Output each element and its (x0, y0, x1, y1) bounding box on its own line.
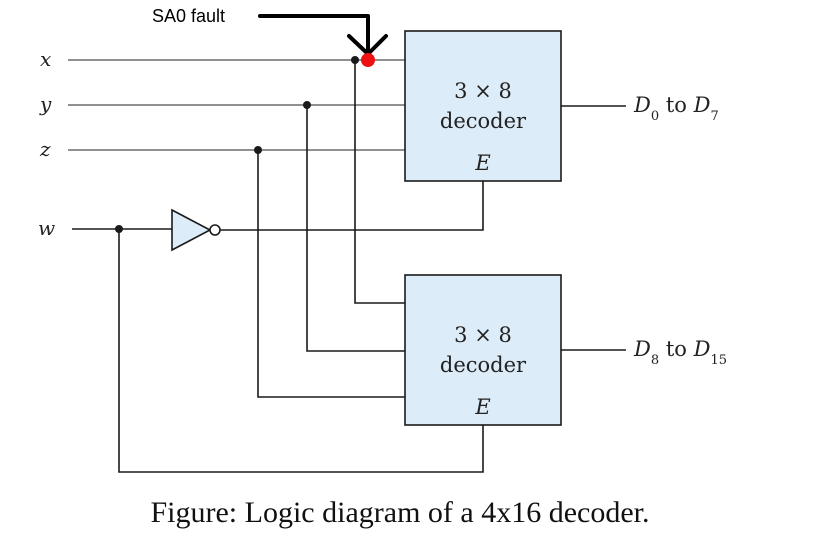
inverter-bubble (209, 224, 221, 236)
decoder-bottom-name: decoder (440, 353, 527, 377)
branch-wire-y (306, 105, 405, 352)
input-label-z: z (39, 137, 51, 161)
decoder-top (404, 30, 562, 182)
input-label-w: w (38, 216, 55, 240)
fault-label: SA0 fault (152, 6, 225, 26)
junction-dot-w (115, 225, 123, 233)
branch-wire-w (118, 229, 484, 473)
decoder-top-name: decoder (440, 109, 527, 133)
decoder-top-size: 3 × 8 (454, 79, 512, 103)
decoder-bottom-size: 3 × 8 (454, 323, 512, 347)
enable-wire-top (220, 181, 484, 231)
output-label-top: D0 to D7 (633, 93, 719, 124)
fault-marker (361, 53, 375, 67)
junction-dot-x (351, 56, 359, 64)
output-label-bottom: D8 to D15 (633, 337, 727, 368)
figure-caption: Figure: Logic diagram of a 4x16 decoder. (150, 496, 650, 529)
branch-wire-x (354, 60, 405, 304)
decoder-bottom-enable-label: E (474, 395, 490, 419)
branch-wire-z (257, 150, 405, 398)
junction-dot-z (254, 146, 262, 154)
inverter-gate (171, 208, 212, 252)
input-label-y: y (39, 92, 52, 116)
junction-dot-y (303, 101, 311, 109)
fault-arrow (258, 14, 370, 54)
decoder-top-enable-label: E (474, 151, 490, 175)
input-label-x: x (40, 47, 51, 71)
